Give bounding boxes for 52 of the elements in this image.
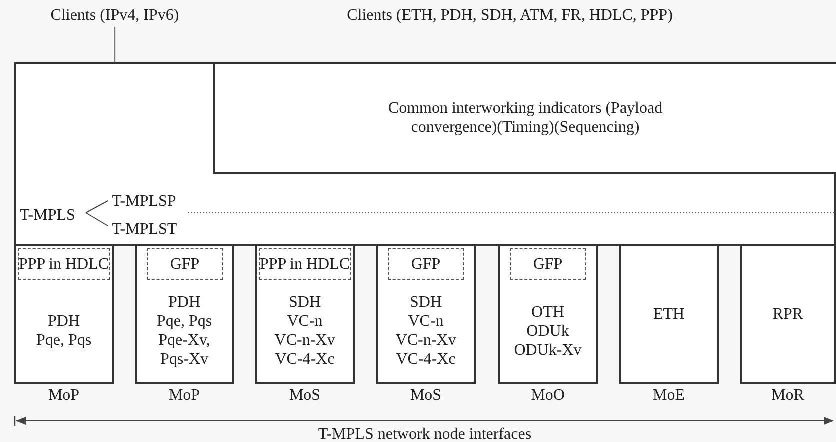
- interface-box: [135, 244, 234, 384]
- interface-text: VC-4-Xc: [275, 350, 335, 369]
- interface-box: [498, 244, 598, 384]
- interface-text: ETH: [653, 304, 685, 324]
- interface-box: [14, 244, 114, 384]
- client-label: Clients (ETH, PDH, SDH, ATM, FR, HDLC, PPP): [346, 6, 674, 26]
- interface-box: [255, 244, 355, 384]
- adaptation-name: PPP in HDLC: [18, 254, 110, 274]
- interface-box: [619, 244, 719, 384]
- adaptation-name: GFP: [170, 254, 200, 274]
- adaptation-name: GFP: [411, 254, 441, 274]
- interface-text: OTH: [532, 302, 564, 322]
- adaptation-box: [147, 248, 223, 280]
- adaptation-box: [388, 248, 464, 280]
- adaptation-box: [18, 248, 110, 280]
- interface-text: ODUk-Xv: [514, 340, 582, 360]
- interface-box: [376, 244, 476, 384]
- interface-text: SDH: [288, 293, 321, 312]
- adaptation-name: PPP in HDLC: [260, 254, 350, 274]
- interface-text: VC-4-Xc: [396, 350, 456, 369]
- interface-text: PDH: [48, 312, 80, 331]
- adaptation-name: GFP: [533, 254, 563, 274]
- sublayer-name: T-MPLSP: [112, 192, 176, 211]
- layer-name: T-MPLS: [20, 206, 76, 225]
- interface-name: MoR: [770, 386, 806, 405]
- interface-text: VC-n-Xv: [396, 331, 456, 350]
- interface-text: Pqe, Pqs: [156, 312, 212, 331]
- connector-line: [114, 27, 116, 62]
- interface-name: MoP: [47, 386, 81, 405]
- interface-text: SDH: [410, 293, 442, 312]
- interface-text: VC-n-Xv: [274, 331, 336, 350]
- interworking-text: Common interworking indicators (Payload convergence)(Timing)(Sequencing): [387, 99, 664, 137]
- interface-text: VC-n: [408, 312, 444, 331]
- interface-name: MoS: [409, 386, 443, 405]
- interface-name: MoO: [530, 386, 566, 405]
- interworking-box: [213, 62, 836, 174]
- interface-text: PDH: [168, 293, 200, 312]
- interface-name: MoP: [168, 386, 202, 405]
- caption-text: T-MPLS network node interfaces: [317, 425, 533, 442]
- interface-name: MoE: [652, 386, 686, 405]
- adaptation-box: [259, 248, 351, 280]
- sublayer-name: T-MPLST: [112, 220, 178, 239]
- interface-text: Pqe, Pqs: [36, 331, 92, 350]
- interface-box: [740, 244, 836, 384]
- client-label: Clients (IPv4, IPv6): [40, 5, 190, 27]
- interface-text: Pqe-Xv, Pqs-Xv: [158, 331, 212, 369]
- adaptation-box: [510, 248, 586, 280]
- interface-text: ODUk: [526, 322, 570, 340]
- layer-box: [14, 62, 836, 246]
- interface-name: MoS: [288, 386, 322, 405]
- interface-text: RPR: [772, 304, 804, 324]
- interface-text: VC-n: [287, 312, 323, 331]
